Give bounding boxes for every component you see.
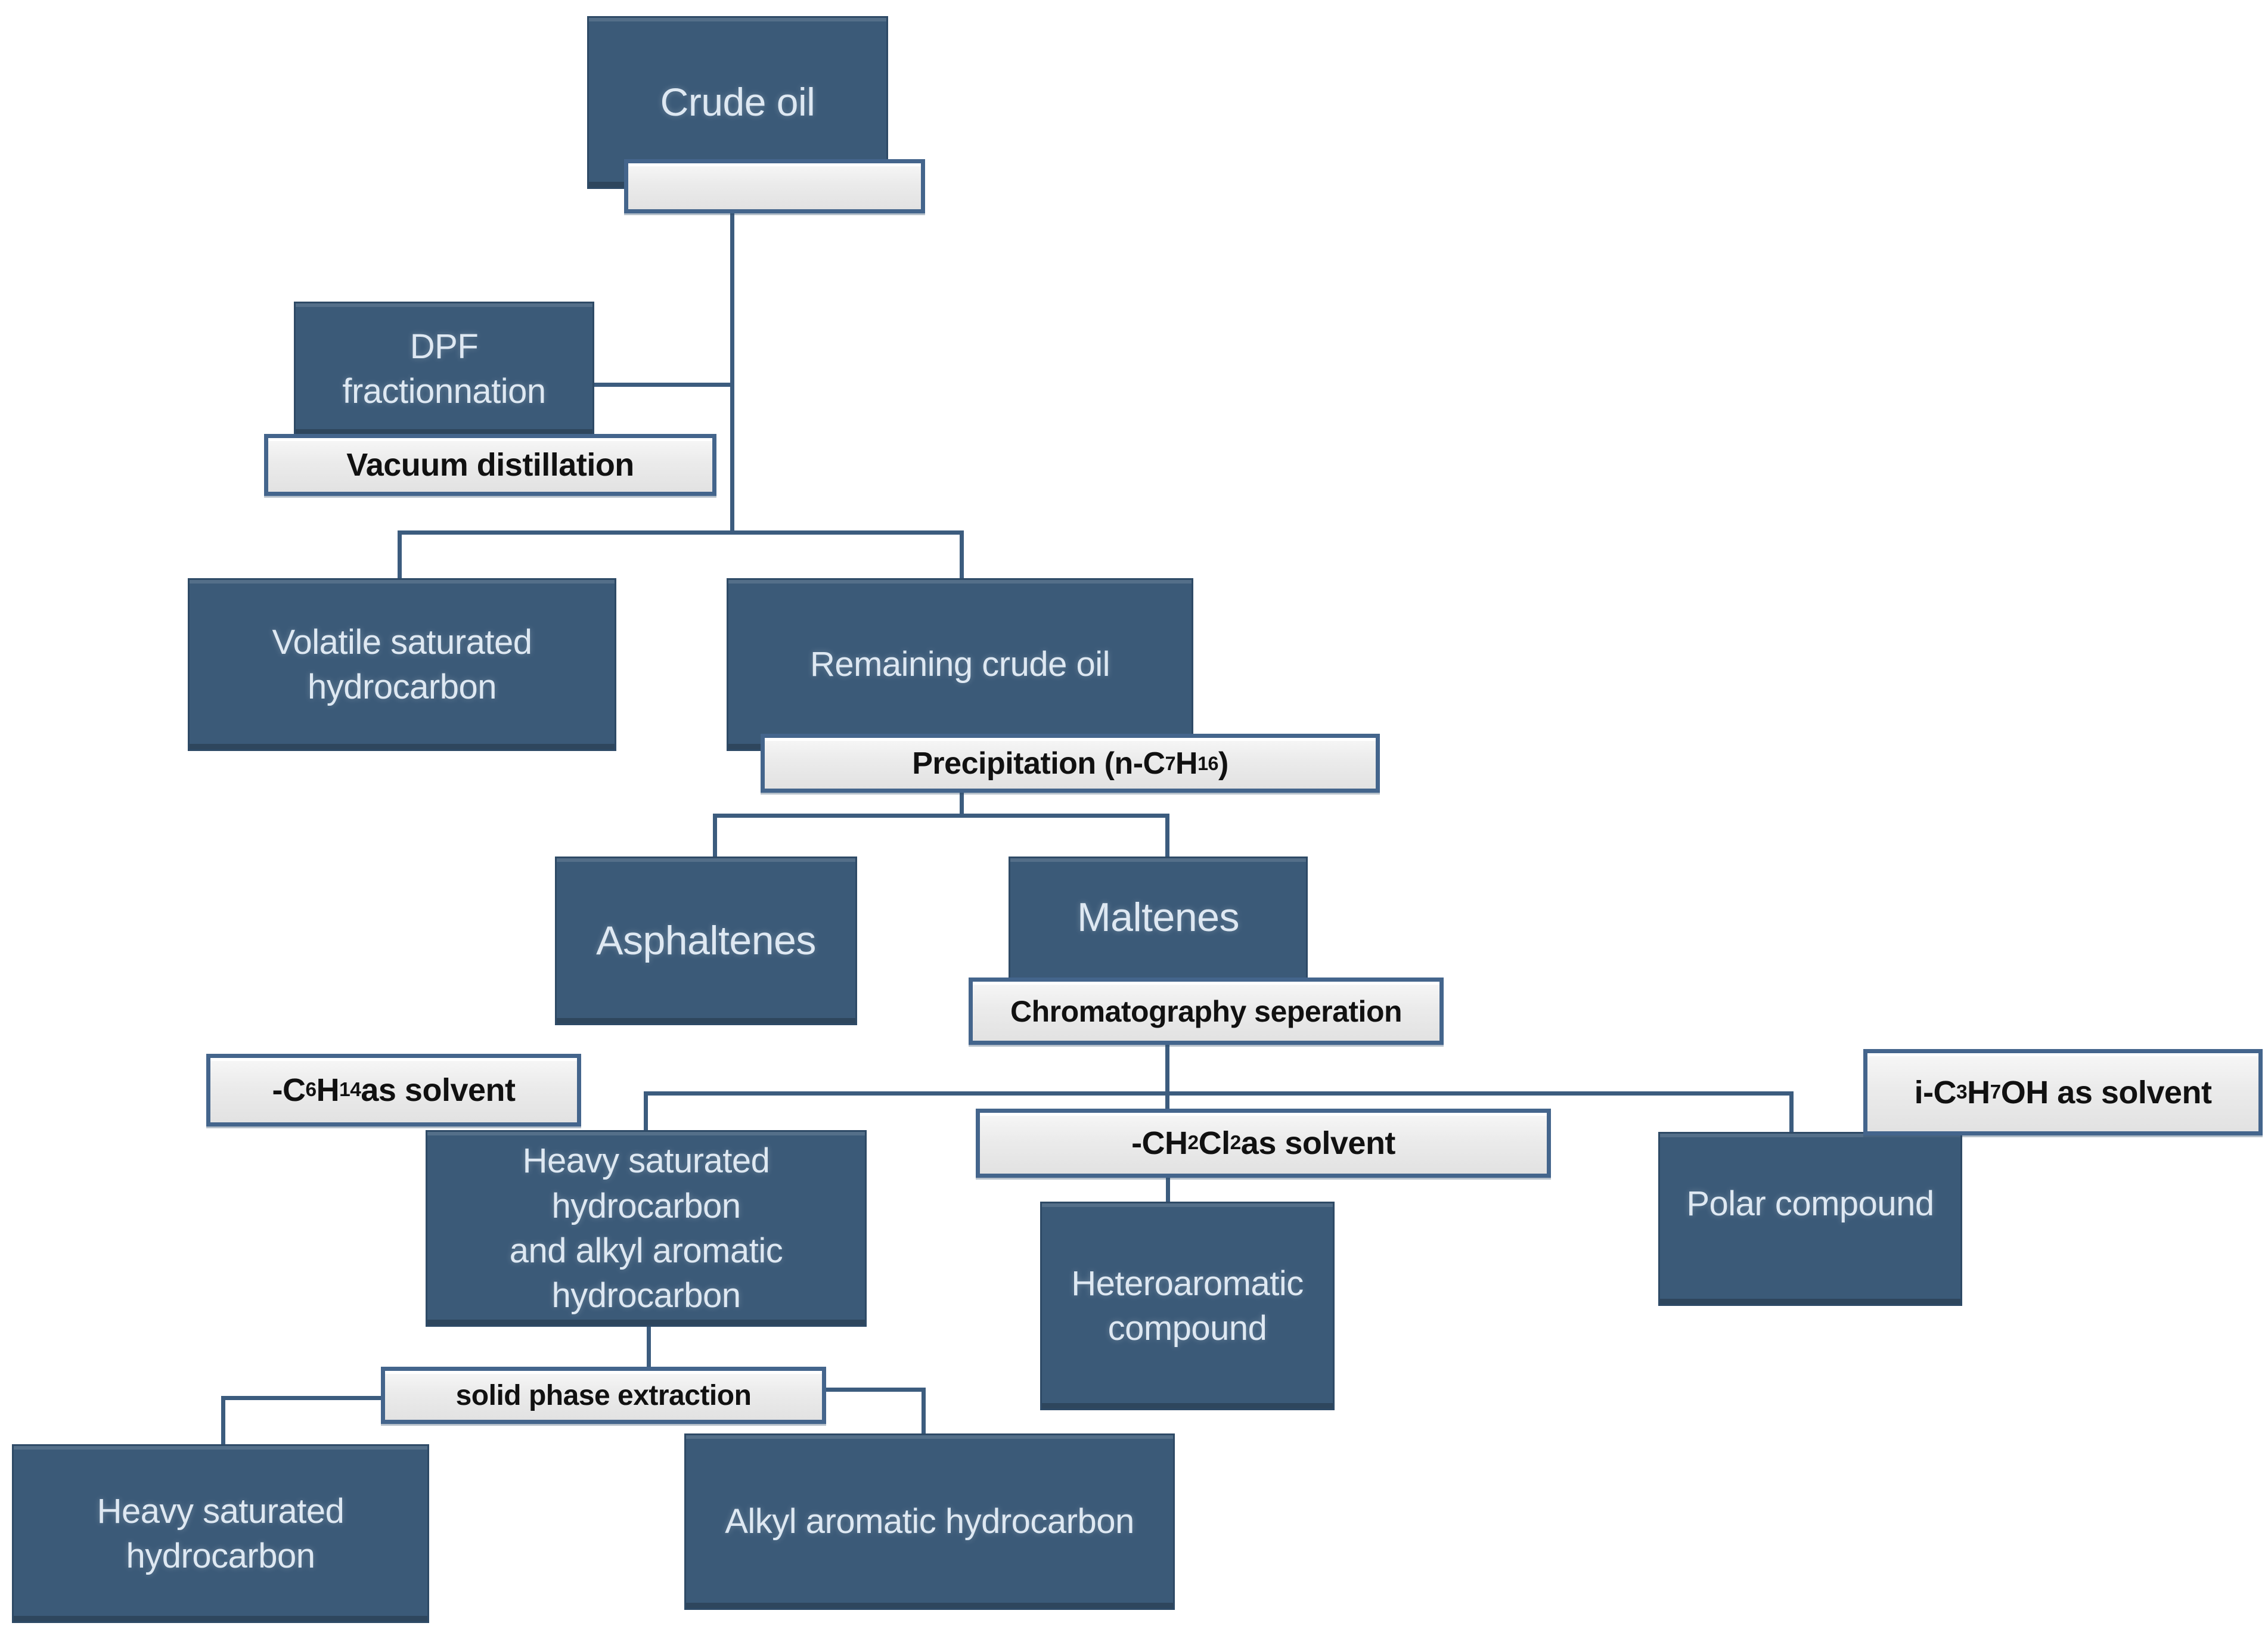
connector-branch1-horizontal [398,530,964,535]
label-vacuum-distillation: Vacuum distillation [264,434,716,496]
connector-precipitation-down [960,792,964,818]
connector-drop-remaining [960,530,964,581]
node-alkyl-aromatic-hydrocarbon: Alkyl aromatic hydrocarbon [684,1433,1175,1610]
connector-crudeoil-down [730,213,734,532]
connector-branch4-right [826,1388,926,1392]
connector-drop-heavy-alkyl [644,1091,648,1132]
node-remaining-crude-oil: Remaining crude oil [727,578,1193,751]
node-polar-compound: Polar compound [1658,1132,1962,1306]
connector-drop-asphaltenes [713,814,717,859]
connector-branch2-horizontal [713,814,1169,818]
connector-drop-heavy-saturated [221,1396,225,1447]
connector-branch4-left [221,1396,381,1400]
connector-heavyalkyl-down [647,1326,651,1369]
connector-ch2cl2-down [1166,1177,1170,1204]
node-volatile-saturated: Volatile saturated hydrocarbon [188,578,616,751]
connector-drop-alkyl-aromatic [922,1388,926,1436]
label-chromatography-seperation: Chromatography seperation [969,978,1444,1045]
label-solid-phase-extraction: solid phase extraction [381,1367,826,1424]
connector-branch3-horizontal [644,1091,1794,1096]
connector-drop-maltenes [1165,814,1169,859]
node-dpf-fractionnation: DPF fractionnation [294,302,594,436]
connector-dpf-link [594,383,734,387]
label-crude-oil-empty-tag [624,159,925,213]
connector-chromatography-down [1165,1043,1169,1111]
node-heavy-saturated-and-alkyl-aromatic: Heavy saturated hydrocarbon and alkyl ar… [426,1130,867,1327]
node-heteroaromatic-compound: Heteroaromatic compound [1040,1202,1335,1410]
connector-drop-polar [1789,1091,1794,1134]
connector-drop-volatile [398,530,402,581]
node-asphaltenes: Asphaltenes [555,857,857,1025]
node-heavy-saturated-hydrocarbon: Heavy saturated hydrocarbon [12,1444,429,1623]
